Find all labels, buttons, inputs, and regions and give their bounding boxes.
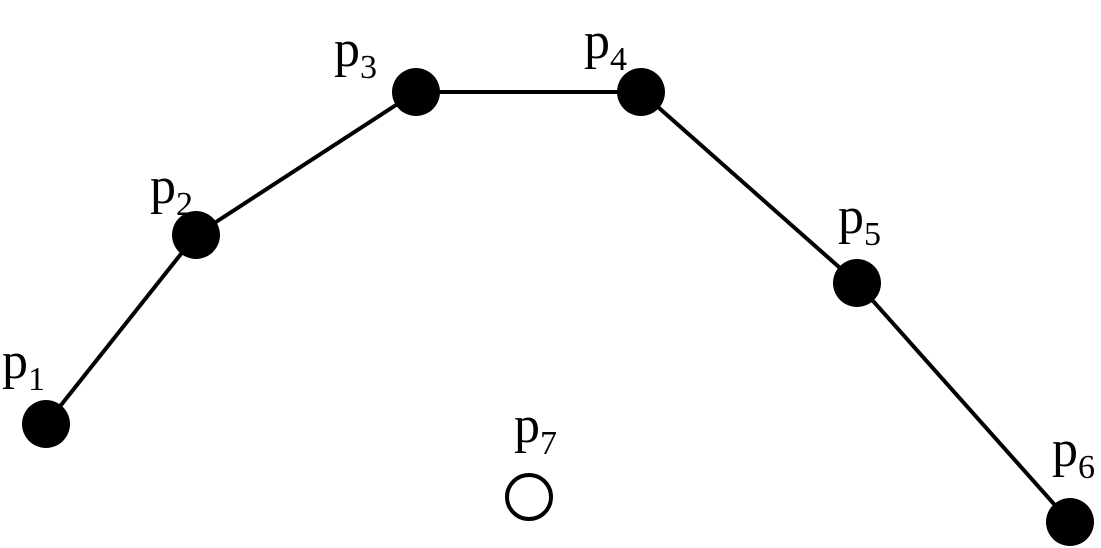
point-p4 — [617, 68, 665, 116]
edge-p4-p5 — [639, 90, 859, 285]
label-p3: p3 — [334, 21, 377, 86]
point-p5 — [833, 259, 881, 307]
point-p1 — [22, 400, 70, 448]
label-p7: p7 — [514, 397, 557, 462]
point-p3 — [392, 68, 440, 116]
polyline-points — [22, 68, 1094, 546]
point-p7 — [505, 473, 553, 521]
label-p5: p5 — [838, 188, 881, 253]
label-p1: p1 — [2, 333, 45, 398]
edge-p2-p3 — [194, 90, 418, 237]
edge-p5-p6 — [855, 281, 1072, 524]
polyline-edges — [44, 90, 1072, 524]
label-p4: p4 — [584, 13, 627, 78]
edge-p1-p2 — [44, 233, 198, 426]
point-p6 — [1046, 498, 1094, 546]
point-labels: p1 p2 p3 p4 p5 p6 p7 — [2, 13, 1095, 486]
label-p6: p6 — [1052, 421, 1095, 486]
point-p2 — [172, 211, 220, 259]
label-p2: p2 — [150, 158, 193, 223]
